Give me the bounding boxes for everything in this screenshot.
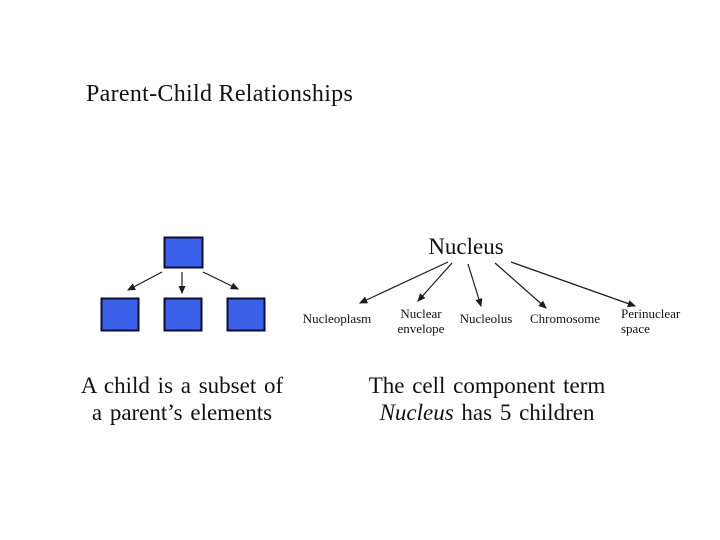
child-box-1 xyxy=(100,297,140,332)
right-caption-italic-term: Nucleus xyxy=(379,400,454,425)
parent-box xyxy=(163,236,204,269)
nucleus-root-label: Nucleus xyxy=(428,234,504,259)
left-caption-line1: A child is a subset of xyxy=(80,373,284,398)
child-label-nucleoplasm: Nucleoplasm xyxy=(302,311,372,326)
right-caption: The cell component term Nucleus has 5 ch… xyxy=(366,372,608,426)
left-caption: A child is a subset of a parent’s elemen… xyxy=(62,372,302,426)
right-caption-line2: Nucleus has 5 children xyxy=(366,399,608,426)
child-label-perinuclear-space: Perinuclear space xyxy=(621,306,681,336)
child-label-nuclear-envelope: Nuclear envelope xyxy=(397,306,445,336)
parent-to-child1-arrow xyxy=(126,271,163,291)
subset-tree-diagram xyxy=(100,236,266,332)
nucleus-to-nucleoplasm-arrow xyxy=(358,261,449,304)
child-label-chromosome: Chromosome xyxy=(529,311,601,326)
left-caption-line2: a parent’s elements xyxy=(91,400,273,425)
nucleus-to-perinuclear-space-arrow xyxy=(510,261,637,307)
nucleus-children-arrows xyxy=(358,261,637,309)
nucleus-to-nuclear-envelope-arrow xyxy=(417,262,453,302)
parent-to-child3-arrow xyxy=(202,271,240,290)
right-caption-line2-rest: has 5 children xyxy=(453,400,595,425)
child-box-3 xyxy=(226,297,266,332)
child-box-2 xyxy=(163,297,203,332)
slide-title: Parent-Child Relationships xyxy=(86,81,354,107)
child-label-nucleolus: Nucleolus xyxy=(459,311,513,326)
nucleus-to-chromosome-arrow xyxy=(494,262,547,309)
nucleus-to-nucleolus-arrow xyxy=(467,263,483,308)
right-caption-line1: The cell component term xyxy=(368,373,606,398)
